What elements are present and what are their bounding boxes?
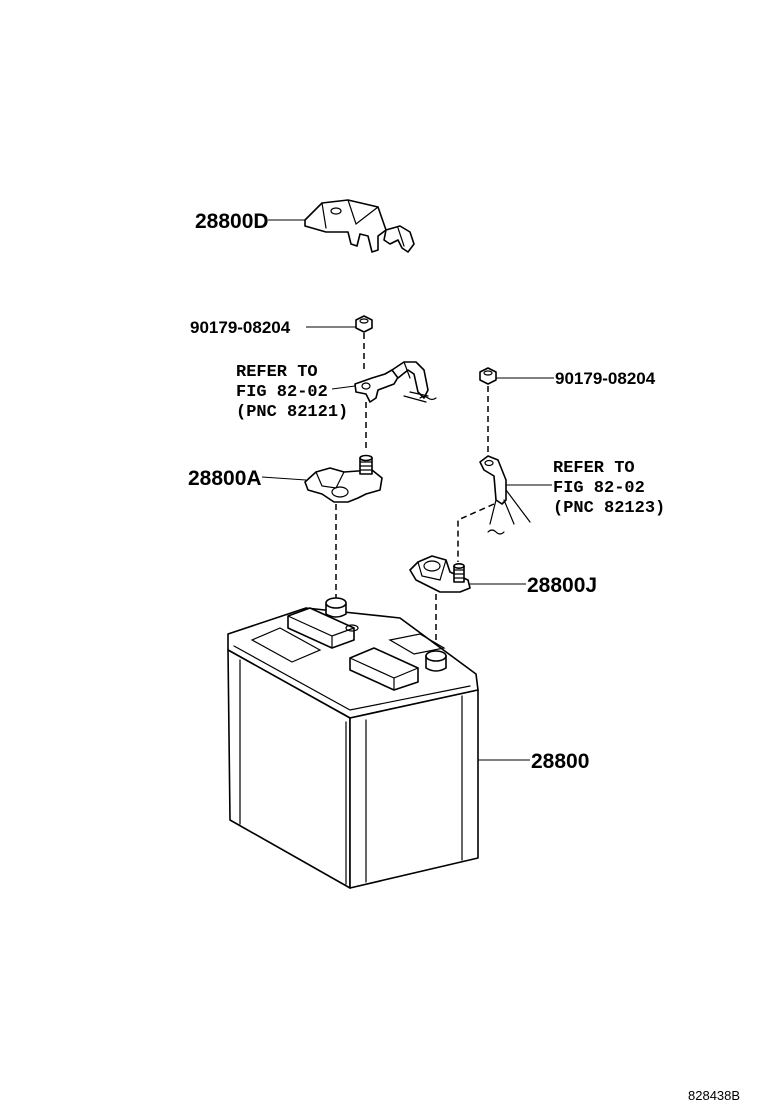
leader-ref-left <box>331 385 356 390</box>
label-nut-right: 90179-08204 <box>555 369 656 388</box>
ref-right-line3: (PNC 82123) <box>553 499 665 518</box>
nut-right <box>479 367 497 385</box>
nut-left <box>355 315 373 333</box>
ref-left-line3: (PNC 82121) <box>236 403 348 422</box>
label-28800d: 28800D <box>195 210 269 233</box>
battery-28800 <box>227 597 479 889</box>
ref-left-line1: REFER TO <box>236 363 318 382</box>
illustration-code: 828438B <box>688 1088 740 1103</box>
label-28800: 28800 <box>531 750 589 773</box>
terminal-28800j <box>409 555 471 593</box>
leader-28800a <box>261 476 307 481</box>
label-nut-left: 90179-08204 <box>190 318 291 337</box>
ref-right-line2: FIG 82-02 <box>553 479 645 498</box>
ref-right-line1: REFER TO <box>553 459 635 478</box>
label-28800a: 28800A <box>188 467 262 490</box>
dash-lug-to-terminal-j <box>457 503 495 562</box>
label-28800j: 28800J <box>527 574 597 597</box>
terminal-28800a <box>304 454 383 503</box>
cover-28800d <box>304 199 415 253</box>
cable-lug-right <box>479 455 531 535</box>
ref-left-line2: FIG 82-02 <box>236 383 328 402</box>
cable-lug-left <box>354 361 437 403</box>
